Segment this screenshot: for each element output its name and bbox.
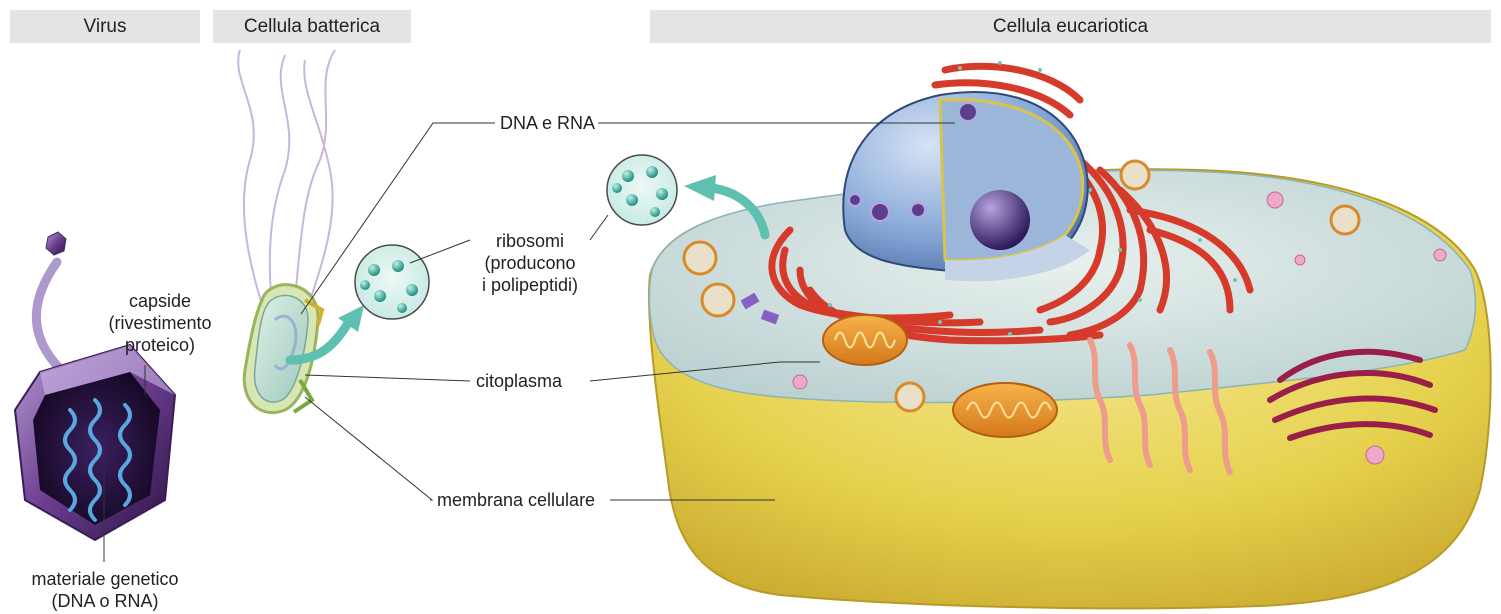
genetic-material-label: materiale genetico (DNA o RNA) bbox=[0, 568, 210, 612]
ribosomes-line3: i polipeptidi) bbox=[470, 274, 590, 296]
capsid-label: capside (rivestimento proteico) bbox=[95, 290, 225, 356]
capsid-label-line3: proteico) bbox=[95, 334, 225, 356]
ribosomes-line1: ribosomi bbox=[470, 230, 590, 252]
bacterial-cell bbox=[244, 285, 322, 413]
eukaryotic-ribosome-bubble bbox=[607, 155, 677, 225]
eukaryotic-zoom-arrow-head bbox=[684, 175, 716, 201]
capsid-label-line1: capside bbox=[95, 290, 225, 312]
dna-rna-text: DNA e RNA bbox=[500, 113, 595, 133]
cell-membrane-text: membrana cellulare bbox=[437, 490, 595, 510]
mitochondrion bbox=[953, 383, 1057, 437]
cell-membrane-label: membrana cellulare bbox=[437, 489, 595, 511]
genetic-material-line2: (DNA o RNA) bbox=[0, 590, 210, 612]
ribosomes-line2: (producono bbox=[470, 252, 590, 274]
cytoplasm-label: citoplasma bbox=[476, 370, 562, 392]
virus-zoom-arrow bbox=[36, 262, 70, 378]
dna-rna-label: DNA e RNA bbox=[500, 112, 595, 134]
cytoplasm-leader-line-left bbox=[305, 375, 470, 381]
ribosomes-leader-line-left bbox=[410, 240, 470, 263]
nucleus bbox=[843, 92, 1090, 281]
capsid-label-line2: (rivestimento bbox=[95, 312, 225, 334]
bacterial-ribosome-bubble bbox=[355, 245, 429, 319]
cytoplasm-text: citoplasma bbox=[476, 371, 562, 391]
ribosomes-label: ribosomi (producono i polipeptidi) bbox=[470, 230, 590, 296]
membrane-leader-line-left bbox=[305, 397, 432, 500]
ribosomes-leader-line-right bbox=[590, 215, 608, 240]
genetic-material-line1: materiale genetico bbox=[0, 568, 210, 590]
mitochondrion bbox=[823, 315, 907, 365]
small-virus-icon bbox=[46, 232, 66, 255]
